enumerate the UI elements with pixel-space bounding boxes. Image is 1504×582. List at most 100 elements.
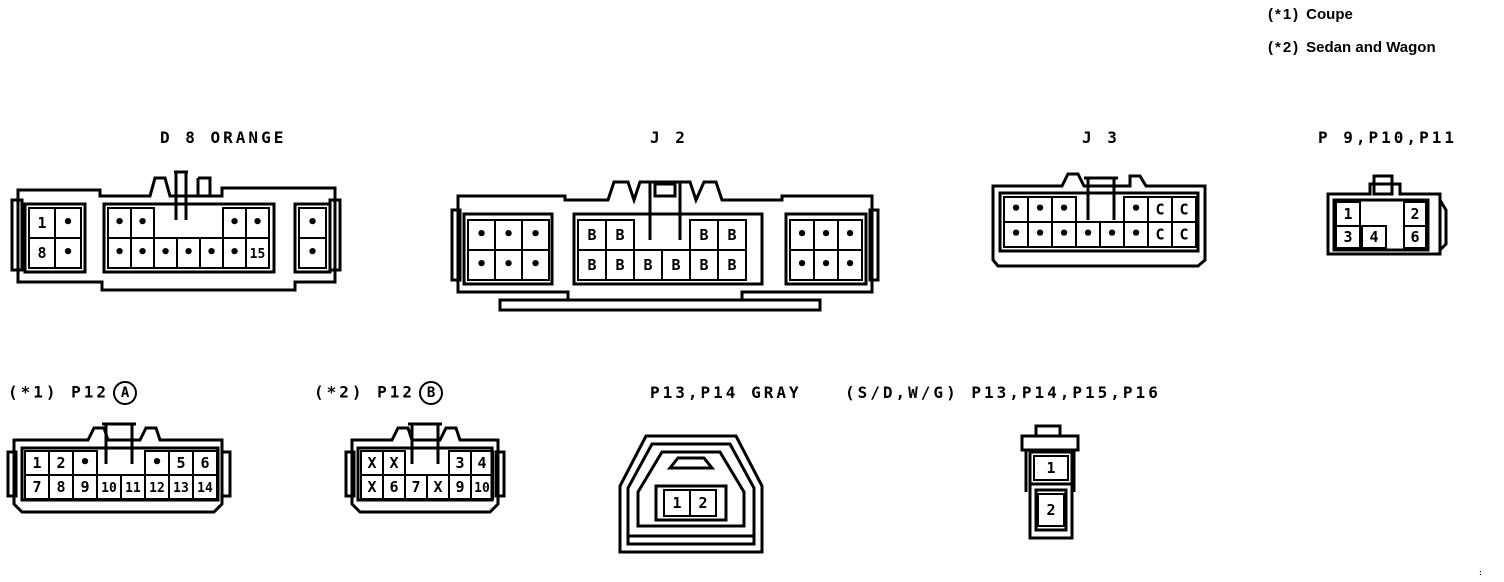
j2-right-pin-label: • [821, 224, 832, 245]
p13gray-pin-label: 1 [672, 494, 681, 512]
d8-right-cell [298, 237, 327, 269]
p12a-pin-label: 6 [200, 454, 209, 472]
p12a-pin-label: 2 [56, 454, 65, 472]
p12b-pin-label: X [367, 454, 376, 472]
d8-center-pin-label: • [229, 242, 240, 263]
connector-p13-gray [618, 434, 764, 554]
p12b-pin-label: 10 [474, 481, 490, 496]
j2-left-pin-label: • [530, 254, 541, 275]
d8-right-pin-label: • [307, 242, 318, 263]
p12a-pin-label: 14 [197, 481, 213, 496]
p12b-pin-label: 7 [411, 478, 420, 496]
p9-pin-label: 2 [1410, 205, 1419, 223]
legend-text: Coupe [1306, 6, 1353, 23]
j2-left-pin-label: • [476, 254, 487, 275]
d8-center-pin-label: • [160, 242, 171, 263]
d8-center-pin-label: • [229, 212, 240, 233]
legend-text: Sedan and Wagon [1306, 39, 1436, 56]
title-p12-b-text: (*2) P12 [314, 382, 416, 402]
p12a-pin-label: • [152, 452, 163, 473]
j3-cell [1171, 221, 1197, 248]
d8-left-pin-label: • [63, 242, 74, 263]
title-p13-gray: P13,P14 GRAY [650, 383, 802, 402]
j3-pin-label: • [1083, 224, 1094, 245]
p12b-pin-label: X [367, 478, 376, 496]
legend-mark: (*1) [1268, 6, 1301, 23]
p9-cell [1361, 225, 1387, 249]
j3-pin-label: • [1131, 224, 1142, 245]
j2-center-pin-label: B [643, 256, 652, 274]
p13sdwg-pin-label: 1 [1046, 459, 1055, 477]
p12a-pin-label: 9 [80, 478, 89, 496]
j2-center-pin-label: B [699, 256, 708, 274]
p12a-pin-label: 12 [149, 481, 165, 496]
connector-d8 [10, 170, 342, 292]
p9-pin-label: 3 [1343, 228, 1352, 246]
j3-pin-label: • [1059, 199, 1070, 220]
p12a-pin-label: 8 [56, 478, 65, 496]
j2-center-pin-label: B [727, 226, 736, 244]
j3-pin-label: C [1179, 226, 1188, 244]
j2-center-pin-label: B [615, 256, 624, 274]
j2-left-pin-label: • [530, 224, 541, 245]
p12b-cell [470, 474, 494, 500]
title-p12-a-text: (*1) P12 [8, 382, 110, 402]
p12b-pin-label: X [389, 454, 398, 472]
d8-center-pin-label: • [183, 242, 194, 263]
j2-center-pin-label: B [615, 226, 624, 244]
j3-pin-label: • [1035, 199, 1046, 220]
j3-pin-label: • [1011, 199, 1022, 220]
connector-j2 [450, 180, 880, 312]
connector-j3 [991, 172, 1207, 268]
d8-center-pin-label: • [252, 212, 263, 233]
p12b-pin-label: 3 [455, 454, 464, 472]
j3-pin-label: C [1155, 226, 1164, 244]
d8-left-cell [54, 237, 82, 269]
p13gray-cell [689, 489, 717, 517]
p12b-pin-label: X [433, 478, 442, 496]
p12b-pin-label: 9 [455, 478, 464, 496]
circle-a-badge: A [113, 381, 138, 405]
j2-center-cell [717, 249, 747, 281]
d8-center-pin-label: • [137, 242, 148, 263]
p12a-pin-label: 10 [101, 481, 117, 496]
p9-pin-label: 6 [1410, 228, 1419, 246]
legend-mark: (*2) [1268, 39, 1301, 56]
j2-right-pin-label: • [845, 254, 856, 275]
d8-left-pin-label: 1 [37, 214, 46, 232]
d8-center-pin-label: • [137, 212, 148, 233]
j2-right-cell [837, 249, 863, 281]
p12a-pin-label: 5 [176, 454, 185, 472]
circle-b-badge: B [419, 381, 444, 405]
j3-pin-label: • [1107, 224, 1118, 245]
p9-cell [1403, 225, 1427, 249]
j2-left-pin-label: • [503, 254, 514, 275]
p13sdwg-cell [1033, 455, 1069, 481]
legend-sedan-wagon: (*2) Sedan and Wagon [1268, 39, 1436, 56]
d8-center-pin-label: • [114, 242, 125, 263]
j2-center-pin-label: B [671, 256, 680, 274]
j2-center-pin-label: B [587, 256, 596, 274]
j3-pin-label: • [1131, 199, 1142, 220]
p13sdwg-pin-label: 2 [1046, 501, 1055, 519]
p13gray-pin-label: 2 [698, 494, 707, 512]
j3-pin-label: C [1179, 201, 1188, 219]
j2-left-pin-label: • [503, 224, 514, 245]
p12b-pin-label: 4 [477, 454, 486, 472]
p12a-pin-label: 13 [173, 481, 189, 496]
j3-pin-label: C [1155, 201, 1164, 219]
connector-p9 [1326, 174, 1448, 256]
j3-pin-label: • [1011, 224, 1022, 245]
title-p9-p10-p11: P 9,P10,P11 [1318, 128, 1457, 147]
p9-cell [1335, 225, 1361, 249]
j2-center-pin-label: B [587, 226, 596, 244]
title-j2: J 2 [650, 128, 688, 147]
p12a-pin-label: 1 [32, 454, 41, 472]
j2-right-pin-label: • [821, 254, 832, 275]
connector-p13-sdwg [1020, 424, 1080, 540]
d8-left-pin-label: 8 [37, 244, 46, 262]
legend-coupe: (*1) Coupe [1268, 6, 1353, 23]
j2-left-pin-label: • [476, 224, 487, 245]
